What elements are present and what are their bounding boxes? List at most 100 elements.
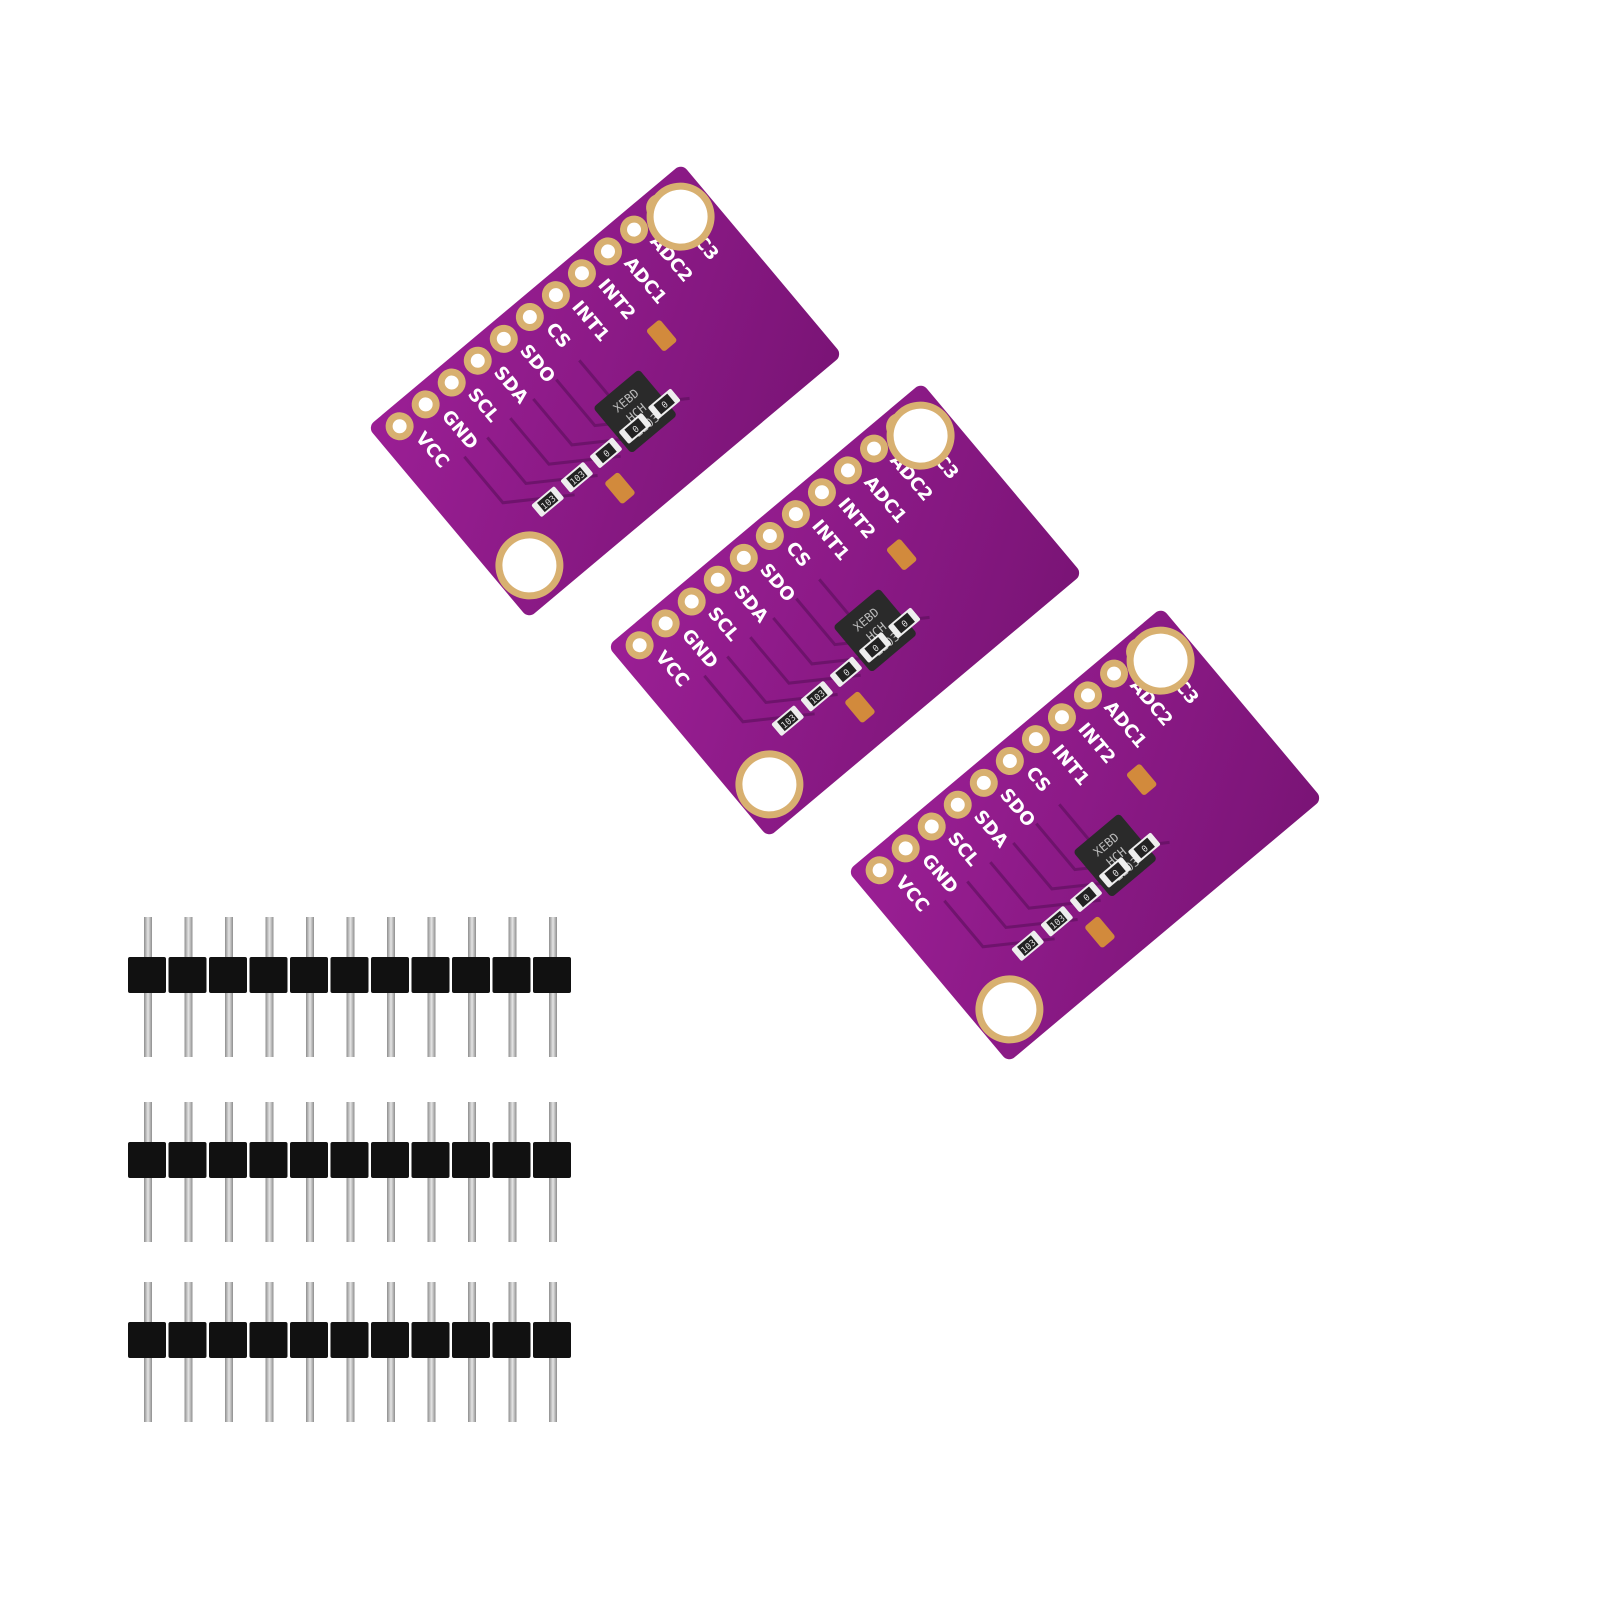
- resistor-body: [653, 393, 675, 415]
- resistor-code: 0: [1082, 893, 1093, 904]
- resistor-body: [1133, 837, 1155, 859]
- header-housing: [249, 1322, 288, 1358]
- header-housing: [290, 1142, 328, 1178]
- header-housing: [209, 1142, 247, 1178]
- header-housing: [209, 957, 247, 993]
- pin-hole: [898, 841, 913, 856]
- pin-hole: [872, 863, 887, 878]
- resistor-code: 0: [1111, 868, 1122, 879]
- mounting-hole: [653, 189, 708, 244]
- resistor-code: 0: [871, 643, 882, 654]
- header-housing: [371, 1322, 409, 1358]
- pin-hole: [392, 419, 407, 434]
- mounting-hole: [1133, 633, 1188, 688]
- header-housing: [411, 957, 450, 993]
- header-housing: [330, 1142, 369, 1178]
- header-housing: [492, 1322, 531, 1358]
- header-housing: [290, 957, 328, 993]
- header-housing: [209, 1322, 247, 1358]
- pin-hole: [762, 528, 777, 543]
- header-housing: [168, 1322, 207, 1358]
- header-housing: [452, 1322, 490, 1358]
- mounting-hole: [893, 408, 948, 463]
- pin-hole: [788, 507, 803, 522]
- pin-hole: [1054, 710, 1069, 725]
- mounting-hole: [982, 982, 1037, 1037]
- capacitor: [886, 539, 917, 570]
- pin-hole: [684, 594, 699, 609]
- resistor-body: [537, 491, 559, 513]
- sensor-chip: [1074, 814, 1156, 897]
- capacitor: [605, 472, 635, 504]
- resistor-code: 0: [842, 668, 853, 679]
- sensor-board-2: VCCGNDSCLSDASDOCSINT1INT2ADC1ADC2ADC3 XE…: [610, 385, 1080, 835]
- header-strips: [128, 917, 571, 1422]
- resistor-body: [566, 466, 588, 488]
- resistor-body: [624, 418, 646, 439]
- header-housing: [128, 1142, 166, 1178]
- resistor-body: [806, 685, 828, 707]
- pin-hole: [600, 244, 615, 259]
- pin-hole: [840, 463, 855, 478]
- pin-hole: [1028, 732, 1043, 747]
- pin-hole: [418, 397, 433, 412]
- resistor-body: [595, 442, 617, 464]
- sensor-board-1: VCCGNDSCLSDASDOCSINT1INT2ADC1ADC2ADC3 XE…: [370, 166, 840, 616]
- components: XEBDHCH2203103103000: [703, 401, 955, 819]
- header-housing: [371, 957, 409, 993]
- header-housing: [168, 957, 207, 993]
- header-housing: [128, 957, 166, 993]
- pin-hole: [814, 485, 829, 500]
- trace: [532, 397, 644, 447]
- header-housing: [533, 1322, 571, 1358]
- pin-hole: [548, 288, 563, 303]
- header-strip: [128, 1282, 571, 1422]
- resistor-body: [835, 661, 857, 683]
- pin-hole: [632, 638, 647, 653]
- pin-hole: [1002, 753, 1017, 768]
- header-housing: [371, 1142, 409, 1178]
- capacitor: [845, 691, 875, 723]
- sensor-chip: [594, 370, 676, 453]
- capacitor: [1126, 764, 1157, 795]
- resistor-body: [893, 612, 915, 634]
- mounting-hole: [502, 538, 557, 593]
- pin-hole: [444, 375, 459, 390]
- sensor-chip: [834, 589, 916, 672]
- pin-hole: [867, 441, 882, 456]
- header-housing: [168, 1142, 207, 1178]
- header-housing: [330, 957, 369, 993]
- header-housing: [249, 1142, 288, 1178]
- components: XEBDHCH2203103103000: [943, 626, 1195, 1044]
- pin-hole: [710, 572, 725, 587]
- pin-hole: [1080, 688, 1095, 703]
- resistor-body: [1046, 910, 1068, 932]
- pin-hole: [950, 797, 965, 812]
- pin-hole: [736, 550, 751, 565]
- header-housing: [290, 1322, 328, 1358]
- header-housing: [533, 957, 571, 993]
- capacitor: [1085, 916, 1115, 948]
- resistor-body: [1104, 862, 1126, 883]
- header-housing: [249, 957, 288, 993]
- capacitor: [646, 320, 677, 351]
- header-strip: [128, 1102, 571, 1242]
- resistor-code: 0: [602, 449, 613, 460]
- header-housing: [411, 1142, 450, 1178]
- pin-hole: [976, 775, 991, 790]
- mounting-hole: [742, 757, 797, 812]
- header-housing: [330, 1322, 369, 1358]
- header-housing: [452, 1142, 490, 1178]
- pin-hole: [574, 266, 589, 281]
- header-housing: [411, 1322, 450, 1358]
- resistor-body: [1075, 886, 1097, 908]
- pin-hole: [522, 309, 537, 324]
- resistor-code: 0: [900, 619, 911, 630]
- pin-hole: [496, 331, 511, 346]
- header-housing: [128, 1322, 166, 1358]
- components: XEBDHCH2203103103000: [463, 182, 715, 600]
- resistor-code: 0: [1140, 844, 1151, 855]
- pin-hole: [1107, 666, 1122, 681]
- resistor-body: [1017, 935, 1039, 957]
